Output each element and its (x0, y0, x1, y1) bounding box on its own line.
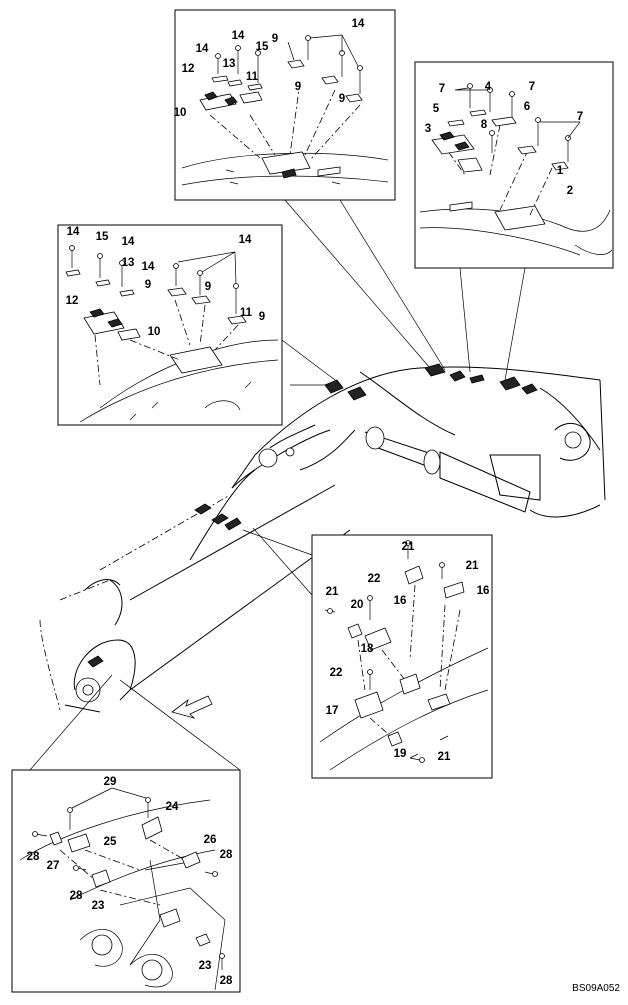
callout-bottom-8: 23 (92, 900, 105, 912)
callout-midA-2: 14 (122, 236, 135, 248)
callout-midA-8: 12 (66, 295, 79, 307)
callout-bottom-6: 28 (27, 851, 40, 863)
callout-midB-6: 21 (326, 586, 339, 598)
callout-bottom-10: 28 (220, 975, 233, 987)
callout-topB-6: 8 (481, 119, 488, 131)
callout-topB-3: 5 (433, 103, 440, 115)
callout-bottom-1: 24 (166, 801, 179, 813)
callout-topA-9: 9 (339, 93, 345, 105)
detail-leader-lines (29, 199, 526, 771)
callout-topB-2: 7 (529, 81, 535, 93)
callout-topA-8: 9 (295, 81, 301, 93)
callout-midB-10: 19 (394, 748, 407, 760)
callout-topA-0: 14 (352, 18, 365, 30)
callout-midA-3: 13 (122, 257, 135, 269)
callout-midB-9: 17 (326, 705, 339, 717)
callout-midA-7: 9 (205, 281, 211, 293)
callout-midA-5: 14 (239, 234, 252, 246)
document-code: BS09A052 (572, 983, 620, 994)
detail-box-top-center (174, 9, 396, 201)
detail-box-middle-left (57, 224, 283, 426)
callout-topA-6: 13 (223, 58, 236, 70)
callout-topA-3: 9 (272, 33, 278, 45)
callout-topB-8: 1 (557, 165, 564, 177)
callout-bottom-0: 29 (104, 776, 117, 788)
callout-midB-1: 22 (368, 573, 381, 585)
callout-topB-0: 7 (439, 83, 445, 95)
callout-topA-1: 14 (232, 30, 245, 42)
callout-topB-7: 7 (577, 111, 583, 123)
callout-topB-4: 6 (524, 101, 530, 113)
callout-bottom-5: 27 (47, 860, 60, 872)
front-direction-arrow (171, 695, 213, 719)
callout-topB-5: 3 (425, 123, 431, 135)
callout-midB-5: 16 (477, 585, 490, 597)
callout-midB-8: 22 (330, 667, 343, 679)
callout-midA-1: 15 (96, 231, 109, 243)
callout-bottom-7: 28 (70, 890, 83, 902)
callout-midB-3: 16 (394, 595, 407, 607)
callout-midA-10: 10 (148, 326, 161, 338)
callout-midB-4: 20 (351, 599, 364, 611)
callout-topA-2: 15 (256, 41, 269, 53)
callout-midA-9: 11 (240, 307, 253, 319)
callout-midA-11: 9 (259, 311, 265, 323)
callout-midB-7: 18 (361, 643, 374, 655)
callout-topB-1: 4 (485, 81, 492, 93)
callout-topA-5: 12 (182, 63, 195, 75)
callout-midA-6: 9 (145, 279, 151, 291)
callout-midA-0: 14 (67, 226, 80, 238)
callout-topB-9: 2 (567, 185, 573, 197)
callout-midB-11: 21 (438, 751, 451, 763)
callout-bottom-9: 23 (199, 960, 212, 972)
callout-midB-2: 21 (466, 560, 479, 572)
callout-bottom-3: 26 (204, 834, 217, 846)
detail-box-middle-right (311, 534, 493, 779)
callout-topA-4: 14 (196, 43, 209, 55)
callout-topA-10: 10 (174, 107, 187, 119)
callout-bottom-2: 25 (104, 836, 117, 848)
detail-box-top-right (414, 61, 614, 269)
detail-box-bottom-left (11, 769, 241, 993)
callout-bottom-4: 28 (220, 849, 233, 861)
callout-midA-4: 14 (142, 261, 155, 273)
callout-midB-0: 21 (402, 541, 415, 553)
callout-topA-7: 11 (246, 71, 259, 83)
